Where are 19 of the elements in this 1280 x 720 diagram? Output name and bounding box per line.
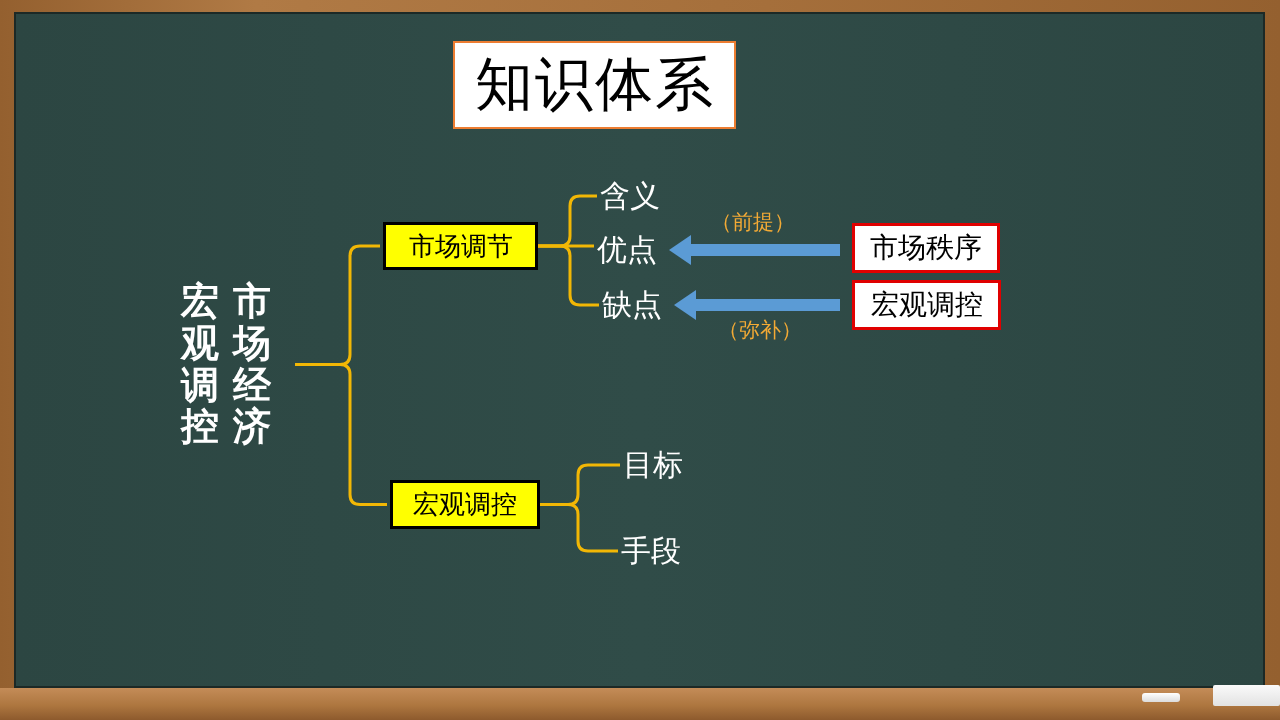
subtopic-text: 缺点 — [602, 287, 662, 323]
topic-box: 宏观调控 — [390, 480, 540, 529]
vertical-heading-text: 宏观调控 — [181, 281, 219, 449]
highlight-box: 市场秩序 — [852, 223, 1000, 273]
vertical-heading-text: 市场经济 — [233, 281, 271, 449]
arrow — [674, 290, 840, 320]
subtopic-text: 目标 — [623, 447, 683, 483]
bracket-line — [295, 363, 387, 506]
edge-label: （前提） — [711, 210, 795, 236]
title-card: 知识体系 — [453, 41, 736, 129]
subtopic-text: 手段 — [621, 533, 681, 569]
highlight-box: 宏观调控 — [852, 280, 1001, 330]
arrow — [669, 235, 840, 265]
subtopic-text: 含义 — [600, 178, 660, 214]
bracket-line — [538, 244, 599, 307]
topic-box: 市场调节 — [383, 222, 538, 270]
edge-label: （弥补） — [717, 318, 802, 344]
bracket-line — [540, 503, 618, 553]
subtopic-text: 优点 — [597, 232, 657, 268]
